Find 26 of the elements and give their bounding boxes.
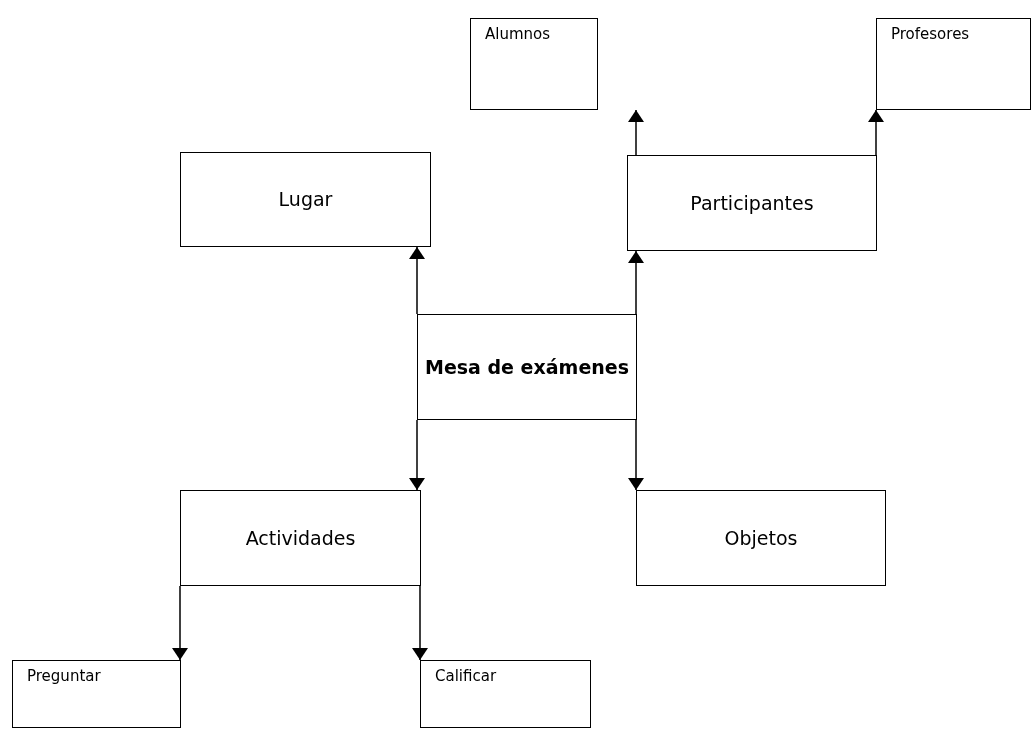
arrow: [172, 585, 188, 661]
box-label: Alumnos: [485, 25, 551, 45]
box-label: Preguntar: [27, 667, 101, 687]
arrow: [409, 246, 425, 315]
concept-box: [636, 490, 886, 586]
box-label: Participantes: [690, 190, 814, 216]
box-label: Profesores: [891, 25, 970, 45]
arrow: [628, 109, 644, 156]
concept-box: [627, 155, 877, 251]
box-label: Lugar: [278, 187, 333, 212]
arrow: [628, 419, 644, 491]
box-label: Mesa de exámenes: [425, 354, 629, 380]
arrow: [409, 419, 425, 491]
concept-box: [180, 152, 431, 247]
box-label: Calificar: [435, 667, 497, 687]
arrow: [628, 250, 644, 315]
concept-box: [470, 18, 598, 110]
box-label: Objetos: [724, 525, 798, 551]
arrow: [412, 585, 428, 661]
arrow: [868, 109, 884, 156]
box-label: Actividades: [245, 525, 356, 551]
concept-box: [417, 314, 637, 420]
concept-box: [420, 660, 591, 728]
concept-box: [12, 660, 181, 728]
concept-box: [876, 18, 1031, 110]
concept-box: [180, 490, 421, 586]
